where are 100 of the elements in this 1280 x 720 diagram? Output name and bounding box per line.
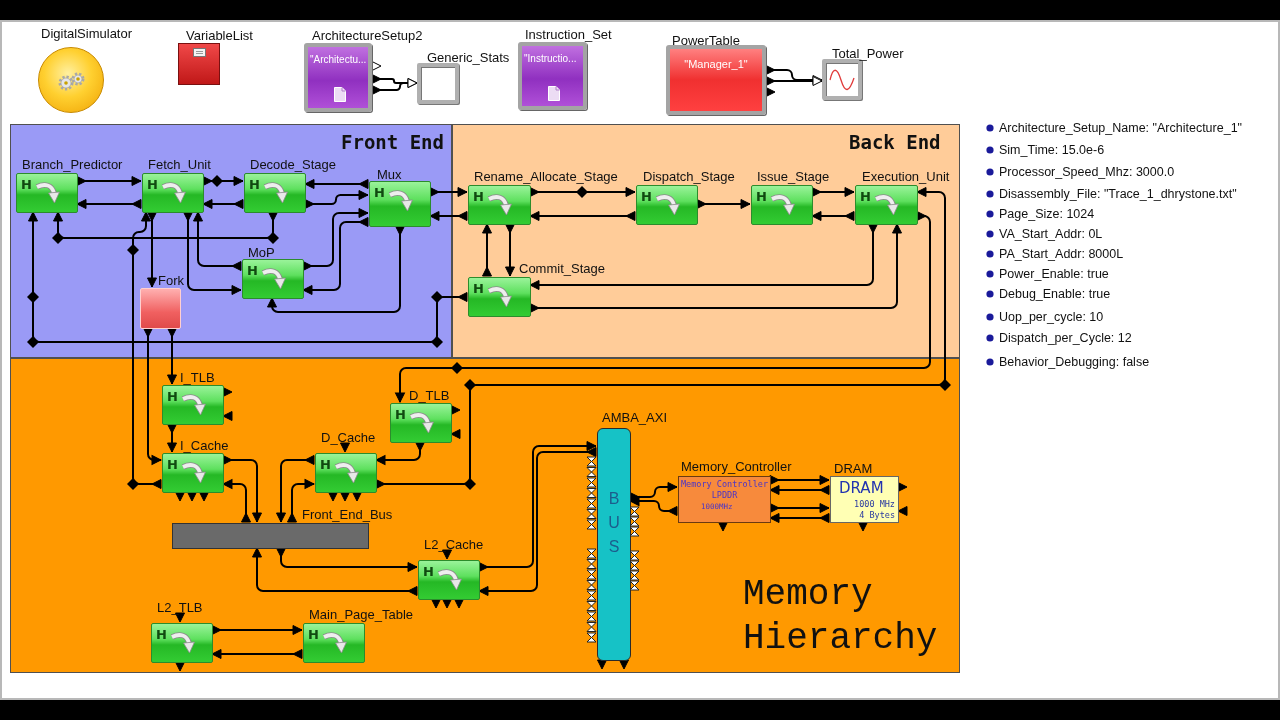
hierarchy-mark: H [308,627,319,642]
signal-arrow [267,225,405,313]
block-label: Generic_Stats [427,50,510,65]
signal-arrow [167,327,177,385]
device-text: Memory Controller LPDDR [680,479,769,501]
parameter-text: PA_Start_Addr: 8000L [999,246,1124,262]
signal-arrow [429,211,468,221]
hierarchy-mark: H [423,564,434,579]
signal-arrow [629,482,678,502]
parameter-text: Uop_per_cycle: 10 [999,309,1104,325]
signal-arrow [28,211,468,343]
block-label: ArchitectureSetup2 [312,28,423,43]
signal-arrow [167,423,177,453]
signal-arrow [696,199,751,209]
section-band [10,124,452,358]
block-label: Decode_Stage [250,157,336,172]
parameter-text: Page_Size: 1024 [999,206,1095,222]
hierarchy-mark: H [473,281,484,296]
parameter-text: Behavior_Debugging: false [999,354,1150,370]
signal-arrow [222,479,251,523]
hierarchy-mark: H [860,189,871,204]
parameter-text: VA_Start_Addr: 0L [999,226,1103,242]
section-band [10,358,960,673]
block-label: Dispatch_Stage [643,169,735,184]
signal-arrow [143,327,162,465]
block-label: MoP [248,245,275,260]
device-title: DRAM [839,480,884,497]
block-label: Fork [158,273,184,288]
signal-arrow [302,217,369,295]
block-label: DigitalSimulator [41,26,133,41]
hierarchy-mark: H [21,177,32,192]
block-label: Rename_Allocate_Stage [474,169,618,184]
signal-arrow [478,441,597,572]
block-label: Mux [377,167,402,182]
device-text: 1000 MHz 4 Bytes [853,499,895,521]
section-band [452,124,960,358]
signal-arrow [811,187,855,197]
block-label: Issue_Stage [757,169,830,184]
hierarchy-mark: H [147,177,158,192]
block-label: I_TLB [180,370,215,385]
signal-arrow [769,513,830,523]
hierarchy-mark: H [473,189,484,204]
signal-arrow [371,78,418,95]
block-label: D_Cache [321,430,376,445]
signal-arrow [811,211,855,221]
signal-arrow [769,475,830,485]
block-label: D_TLB [409,388,450,403]
block-label: I_Cache [180,438,229,453]
hierarchy-mark: H [395,407,406,422]
signal-arrow [202,176,244,186]
signal-arrow [304,190,369,209]
block-label: PowerTable [672,33,740,48]
signal-arrow [304,179,369,189]
signal-arrow [395,211,931,403]
block-label: Execution_Unit [862,169,950,184]
block-label: AMBA_AXI [602,410,668,425]
hierarchy-mark: H [320,457,331,472]
block-label: Front_End_Bus [302,507,393,522]
signal-arrow [276,455,315,523]
hierarchy-mark: H [249,177,260,192]
parameter-text: Dispatch_per_Cycle: 12 [999,330,1132,346]
signal-arrow [529,211,636,221]
signal-arrow [478,447,597,596]
signal-arrow [505,223,515,277]
signal-arrow [76,176,142,186]
block-label: DRAM [834,461,873,476]
signal-arrow [147,211,157,288]
hierarchy-mark: H [641,189,652,204]
signal-arrow [211,625,303,635]
signal-arrow [769,503,830,513]
block-label: Memory_Controller [681,459,792,474]
signal-arrow [132,211,162,489]
signal-arrow [193,211,242,271]
hierarchy-mark: H [374,185,385,200]
signal-arrow [529,187,636,197]
parameter-value: "Instructio... [524,53,577,65]
signal-arrow [375,187,946,489]
signal-arrow [53,211,278,239]
block-label: L2_TLB [157,600,203,615]
signal-arrow [765,76,823,86]
signal-arrow [252,547,418,596]
parameter-text: Sim_Time: 15.0e-6 [999,142,1105,158]
bus-text: BUS [607,489,621,557]
section-title: Memory Hierarchy [743,573,939,661]
signal-arrow [429,187,468,197]
block-label: Main_Page_Table [309,607,414,622]
hierarchy-mark: H [167,389,178,404]
signal-arrow [211,649,303,659]
parameter-value: "Manager_1" [683,58,749,70]
signal-arrow [222,455,262,523]
parameter-value: "Architectu... [310,54,367,66]
hierarchy-mark: H [167,457,178,472]
block-label: Branch_Predictor [22,157,123,172]
signal-arrow [482,223,492,277]
signal-arrow [375,441,425,465]
block-label: VariableList [186,28,253,43]
signal-arrow [276,547,418,572]
signal-arrow [183,211,242,295]
parameter-text: Power_Enable: true [999,266,1109,282]
parameter-text: Processor_Speed_Mhz: 3000.0 [999,164,1175,180]
